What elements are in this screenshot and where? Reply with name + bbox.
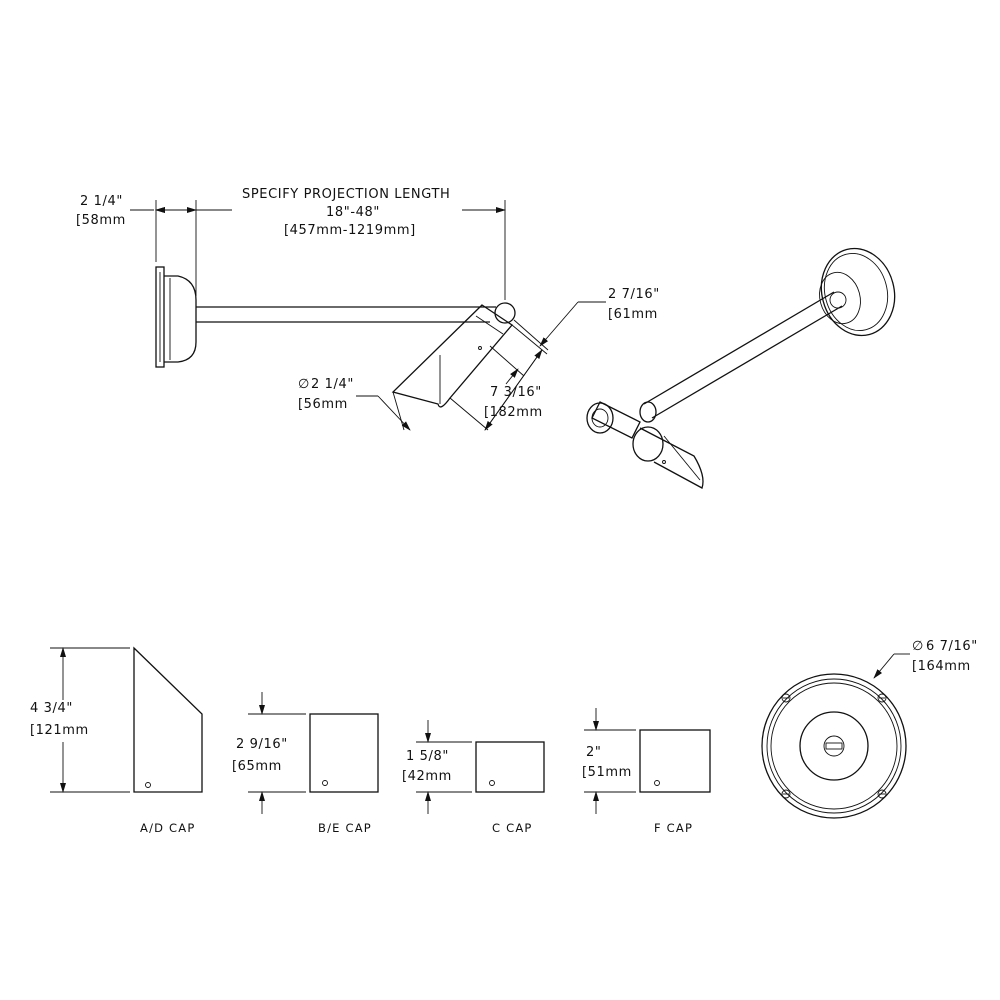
cap-c-metric: [42mm — [402, 769, 452, 784]
cap-offset-imperial: 2 7/16" — [608, 287, 660, 302]
cap-length-metric: [182mm — [484, 405, 543, 420]
projection-range: 18"-48" — [326, 205, 380, 220]
iso-cap-right — [632, 426, 664, 462]
cap-be-metric: [65mm — [232, 759, 282, 774]
cap-f: 2" [51mm F CAP — [582, 708, 711, 835]
canopy-center-boss — [799, 711, 869, 781]
cap-ad-imperial: 4 3/4" — [30, 701, 73, 716]
cap-f-label: F CAP — [654, 821, 693, 835]
cap-be: 2 9/16" [65mm B/E CAP — [232, 692, 379, 835]
iso-arm-bottom — [651, 305, 843, 419]
cap-length-imperial: 7 3/16" — [490, 385, 542, 400]
side-view: 2 1/4" [58mm SPECIFY PROJECTION LENGTH 1… — [76, 187, 660, 431]
cap-f-outline — [639, 729, 711, 793]
cap-c-outline — [475, 741, 545, 793]
canopy-diameter-symbol: ∅ — [912, 639, 924, 654]
cap-c-label: C CAP — [492, 821, 533, 835]
canopy-imperial: 6 7/16" — [926, 639, 978, 654]
cap-f-imperial: 2" — [586, 745, 601, 760]
wall-depth-imperial: 2 1/4" — [80, 194, 123, 209]
canopy-outer-ring — [761, 673, 907, 819]
cap-ad-outline — [133, 646, 203, 793]
wall-depth-metric: [58mm — [76, 213, 126, 228]
cap-diameter-metric: [56mm — [298, 397, 348, 412]
canopy-dome — [164, 275, 197, 363]
cap-be-outline — [309, 713, 379, 793]
iso-arm-top — [643, 291, 835, 405]
cap-c-imperial: 1 5/8" — [406, 749, 449, 764]
canopy-metric: [164mm — [912, 659, 971, 674]
mounting-screws — [781, 693, 887, 799]
diameter-symbol: ∅ — [298, 377, 310, 392]
isometric-view — [586, 247, 896, 489]
cap-diameter-imperial: 2 1/4" — [311, 377, 354, 392]
cap-be-imperial: 2 9/16" — [236, 737, 288, 752]
cap-f-metric: [51mm — [582, 765, 632, 780]
projection-title: SPECIFY PROJECTION LENGTH — [242, 187, 450, 202]
wall-plate — [155, 266, 165, 368]
cap-c: 1 5/8" [42mm C CAP — [402, 720, 545, 835]
iso-cap-left — [586, 402, 614, 434]
cap-offset-metric: [61mm — [608, 307, 658, 322]
cap-ad-label: A/D CAP — [140, 821, 195, 835]
cap-be-label: B/E CAP — [318, 821, 372, 835]
projection-metric: [457mm-1219mm] — [284, 223, 416, 238]
cap-ad-metric: [121mm — [30, 723, 89, 738]
cap-ad: 4 3/4" [121mm A/D CAP — [30, 646, 203, 835]
iso-canopy-plate — [820, 247, 896, 337]
canopy-front-view: ∅ 6 7/16" [164mm — [761, 639, 978, 819]
